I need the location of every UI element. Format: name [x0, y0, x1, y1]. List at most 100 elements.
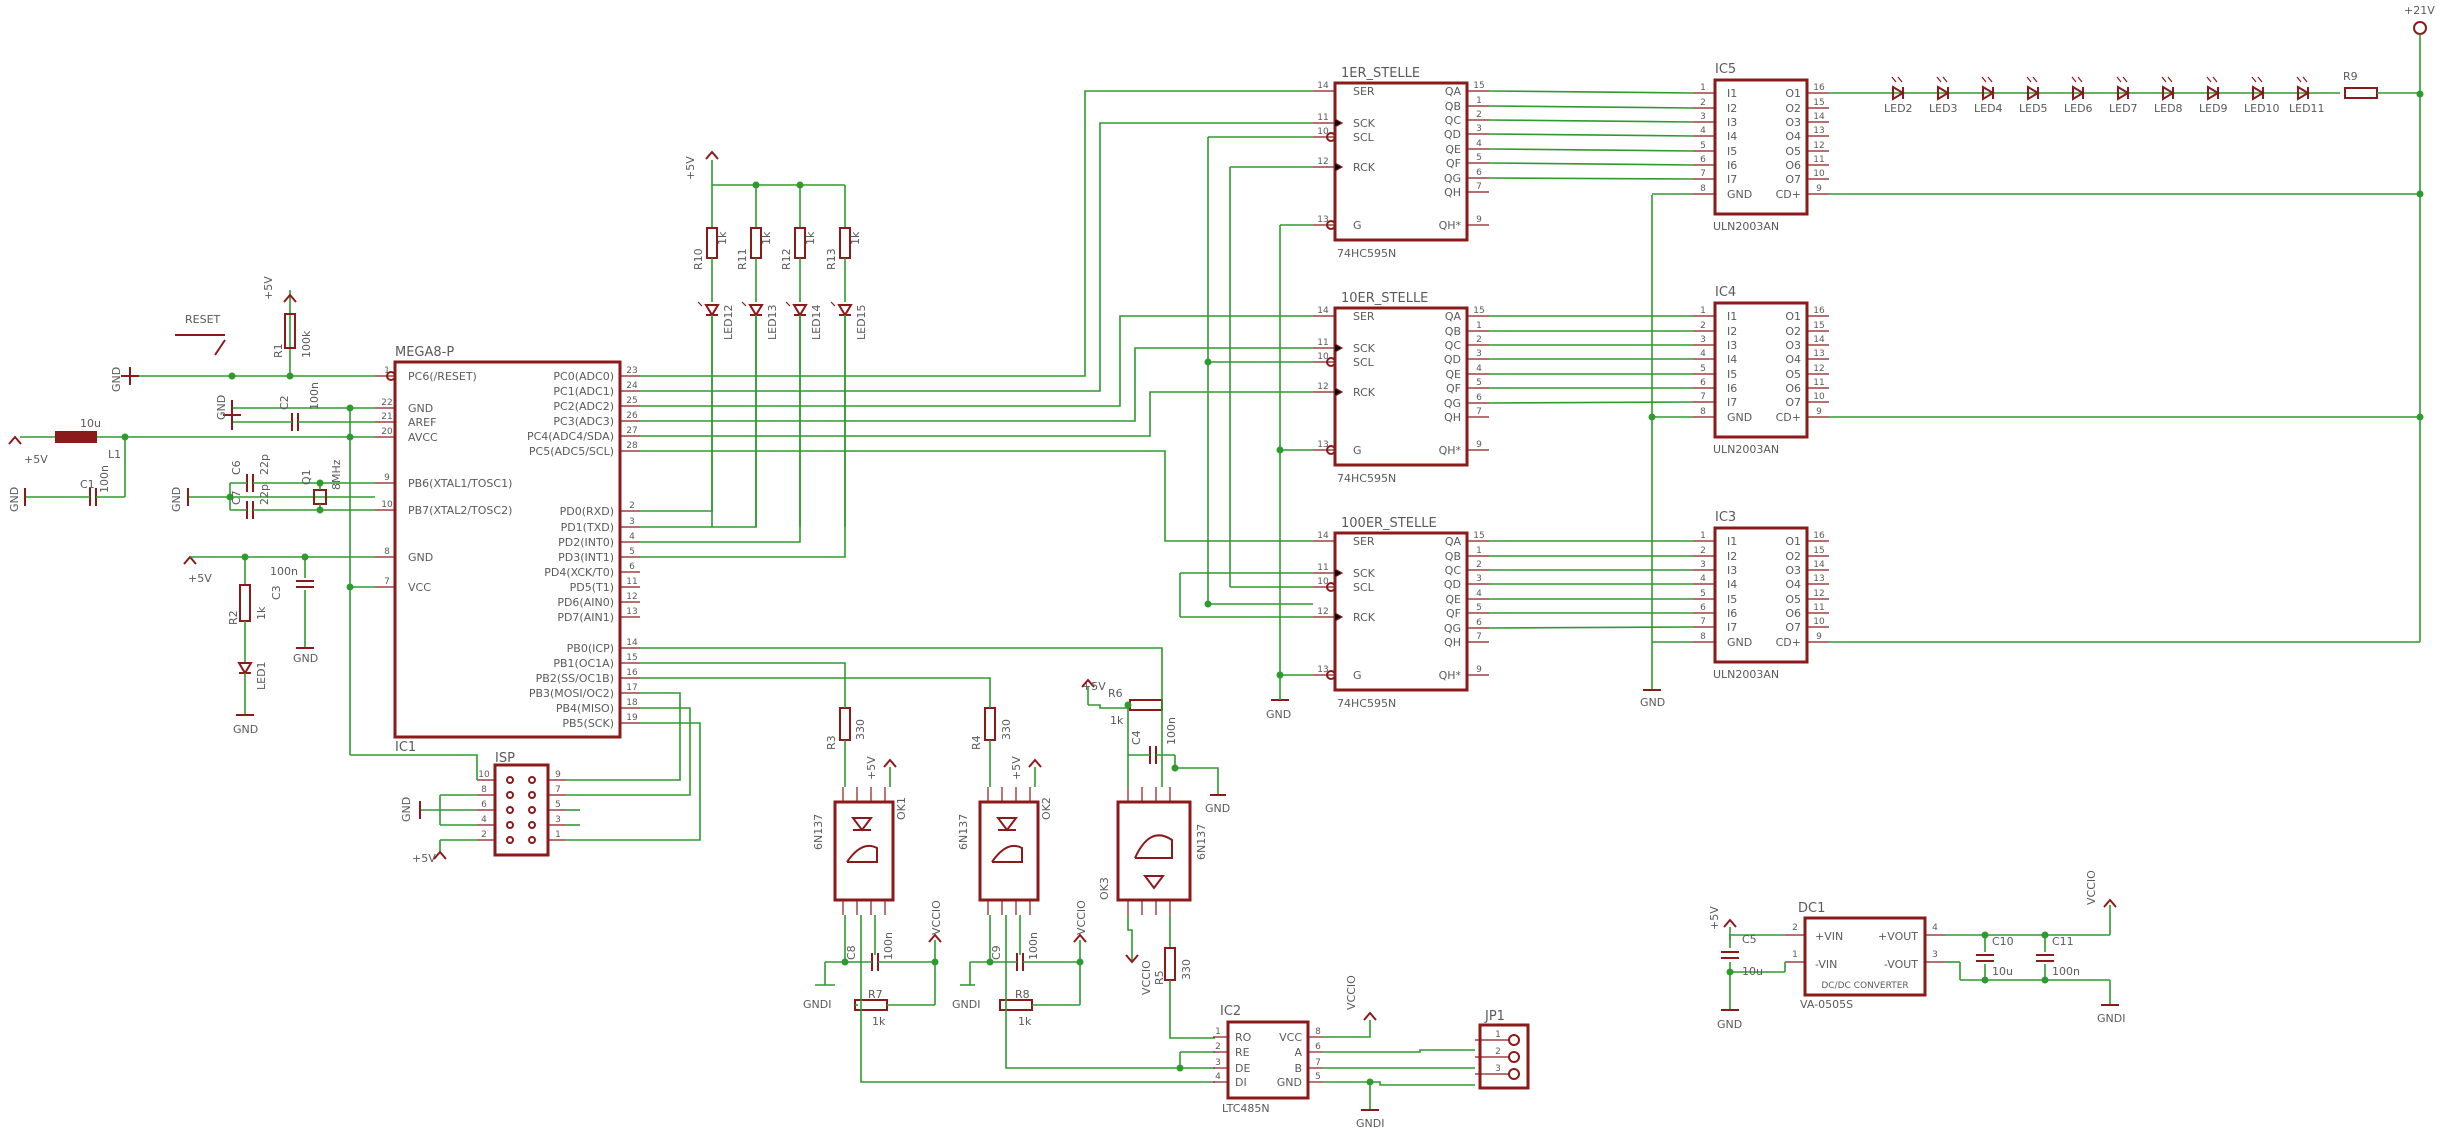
pin-label: GND: [1277, 1076, 1302, 1089]
pin-label: SCL: [1353, 131, 1375, 144]
gndi-label: GNDI: [2097, 1012, 2125, 1025]
pin-number: 3: [629, 517, 635, 527]
supply-arrow: [183, 555, 197, 565]
pin-label: O6: [1785, 159, 1801, 172]
r2-resistor: [239, 584, 251, 622]
pin-number: 5: [1700, 589, 1706, 599]
isp-pin: [528, 791, 536, 799]
ok-part-label: 6N137: [957, 814, 970, 850]
ok-part-label: 6N137: [812, 814, 825, 850]
led1-label: LED1: [255, 661, 268, 690]
pin-number: 2: [1476, 110, 1482, 120]
pin-number: 1: [1700, 306, 1706, 316]
top-led-1: [1892, 85, 1905, 101]
emission-arrow: [1981, 76, 1987, 83]
pin-number: 15: [1813, 321, 1824, 331]
pin-number: 8: [384, 547, 390, 557]
junction: [986, 958, 994, 966]
shift-register-body: [1333, 531, 1469, 692]
pin-number: 8: [1700, 632, 1706, 642]
wire: [1127, 915, 1133, 960]
emission-arrow: [2296, 76, 2302, 83]
pin-number: 3: [1215, 1058, 1221, 1068]
pin-label: O7: [1785, 173, 1801, 186]
pin-label: SCK: [1353, 567, 1376, 580]
emission-arrow: [785, 301, 791, 307]
pin-label: I3: [1727, 564, 1737, 577]
pin-label: O2: [1785, 325, 1801, 338]
supply-arrow: [1028, 758, 1042, 768]
pin-number: 2: [481, 830, 487, 840]
clock-marker: [1334, 162, 1344, 172]
pin-label: QG: [1444, 622, 1461, 635]
pin-label: O5: [1785, 368, 1801, 381]
pin-label: RCK: [1353, 611, 1376, 624]
r5-resistor: [1164, 947, 1176, 981]
junction: [931, 958, 939, 966]
pin-number: 1: [384, 366, 390, 376]
junction: [1076, 958, 1084, 966]
pin-number: 7: [1315, 1058, 1321, 1068]
pin-label: G: [1353, 444, 1362, 457]
top-led-8: [2207, 85, 2220, 101]
gndi-label: GNDI: [803, 998, 831, 1011]
pin-label: QC: [1445, 339, 1462, 352]
emission-arrow: [2122, 76, 2128, 83]
pin-number: 2: [1700, 546, 1706, 556]
wire: [566, 692, 681, 781]
pin-number: 9: [1816, 184, 1822, 194]
pin-number: 2: [1476, 560, 1482, 570]
pin-number: 8: [1700, 407, 1706, 417]
pin-number: 6: [1700, 378, 1706, 388]
emission-arrow: [1942, 76, 1948, 83]
top-led-2: [1937, 85, 1950, 101]
pin-number: 9: [555, 770, 561, 780]
pin-number: 5: [555, 800, 561, 810]
pin-label: GND: [1727, 636, 1752, 649]
data-wire: [1488, 177, 1694, 180]
pin-number: 11: [1813, 603, 1824, 613]
pin-number: 1: [1792, 950, 1798, 960]
plus5-label: +5V: [188, 572, 212, 585]
plus21-symbol: [2413, 21, 2427, 35]
reset-switch: [214, 339, 226, 356]
pin-label: I4: [1727, 578, 1737, 591]
pin-number: 5: [629, 547, 635, 557]
led: [792, 304, 808, 317]
dcdc-pin-label: +VIN: [1815, 930, 1843, 943]
pin-label: O4: [1785, 578, 1801, 591]
pin-number: 11: [1317, 338, 1328, 348]
led-label: LED8: [2154, 102, 2183, 115]
pin-number: 16: [1813, 531, 1825, 541]
pin-label: CD+: [1776, 411, 1801, 424]
shift-register-name: 1ER_STELLE: [1341, 66, 1420, 81]
pin-label: I1: [1727, 87, 1737, 100]
shift-register-part: 74HC595N: [1337, 472, 1396, 485]
pin-label: PB1(OC1A): [553, 657, 614, 670]
wire: [350, 754, 478, 780]
emission-arrow: [2257, 76, 2263, 83]
gnd-label: GND: [1266, 708, 1291, 721]
pin-number: 6: [1315, 1042, 1321, 1052]
pin-label: PC1(ADC1): [553, 385, 614, 398]
emission-arrow: [2116, 76, 2122, 83]
pin-number: 12: [626, 592, 637, 602]
pin-number: 10: [381, 500, 393, 510]
pin-label: PD6(AIN0): [557, 596, 614, 609]
pin-label: PB2(SS/OC1B): [536, 672, 614, 685]
gndi-label: GNDI: [1356, 1117, 1384, 1130]
emission-arrow: [697, 301, 703, 307]
junction: [796, 181, 804, 189]
resistor-label: R13: [825, 248, 838, 270]
led-label: LED7: [2109, 102, 2138, 115]
c4-label: C4: [1130, 730, 1143, 745]
pin-label: CD+: [1776, 636, 1801, 649]
plus5-label: +5V: [684, 156, 697, 180]
pin-label: I4: [1727, 353, 1737, 366]
junction: [1276, 446, 1284, 454]
pin-number: 15: [1473, 306, 1484, 316]
pin-label: I6: [1727, 382, 1737, 395]
isp-pin: [528, 776, 536, 784]
pin-label: QD: [1444, 353, 1461, 366]
q1-value: 8MHz: [330, 459, 343, 490]
